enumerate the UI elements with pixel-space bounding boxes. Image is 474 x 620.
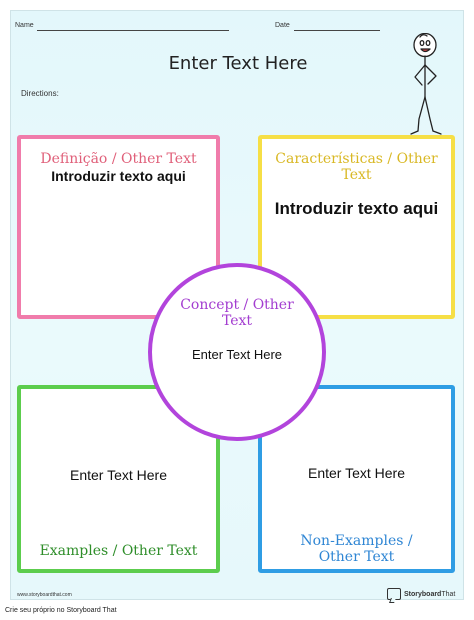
examples-heading: Examples / Other Text xyxy=(39,543,198,559)
concept-heading: Concept / Other Text xyxy=(180,297,294,329)
name-label: Name xyxy=(15,22,34,29)
characteristics-text[interactable]: Introduzir texto aqui xyxy=(274,199,439,218)
non-examples-heading: Non-Examples / Other Text xyxy=(300,533,413,565)
storyboard-brand[interactable]: Storyboard That xyxy=(387,587,455,601)
concept-text[interactable]: Enter Text Here xyxy=(191,347,283,362)
concept-circle[interactable]: Concept / Other Text Enter Text Here xyxy=(148,263,326,441)
footer-url: www.storyboardthat.com xyxy=(17,592,72,598)
stick-figure xyxy=(410,33,442,135)
non-examples-box[interactable]: Enter Text Here Non-Examples / Other Tex… xyxy=(258,385,455,573)
brand-name: Storyboard xyxy=(404,590,442,598)
definition-heading: Definição / Other Text xyxy=(40,151,197,167)
worksheet: Name Date Enter Text Here Directions: De… xyxy=(10,10,464,600)
date-field[interactable] xyxy=(294,30,380,31)
brand-suffix: That xyxy=(441,590,456,598)
date-label: Date xyxy=(275,22,290,29)
characteristics-heading: Características / Other Text xyxy=(275,151,438,183)
examples-box[interactable]: Enter Text Here Examples / Other Text xyxy=(17,385,220,573)
examples-text[interactable]: Enter Text Here xyxy=(69,467,167,483)
name-field[interactable] xyxy=(37,30,229,31)
non-examples-text[interactable]: Enter Text Here xyxy=(307,465,405,481)
storyboard-logo-icon xyxy=(387,588,401,600)
caption-link[interactable]: Crie seu próprio no Storyboard That xyxy=(5,607,117,614)
definition-text[interactable]: Introduzir texto aqui xyxy=(51,168,186,184)
page-title[interactable]: Enter Text Here xyxy=(168,53,308,74)
directions-label: Directions: xyxy=(21,89,59,98)
